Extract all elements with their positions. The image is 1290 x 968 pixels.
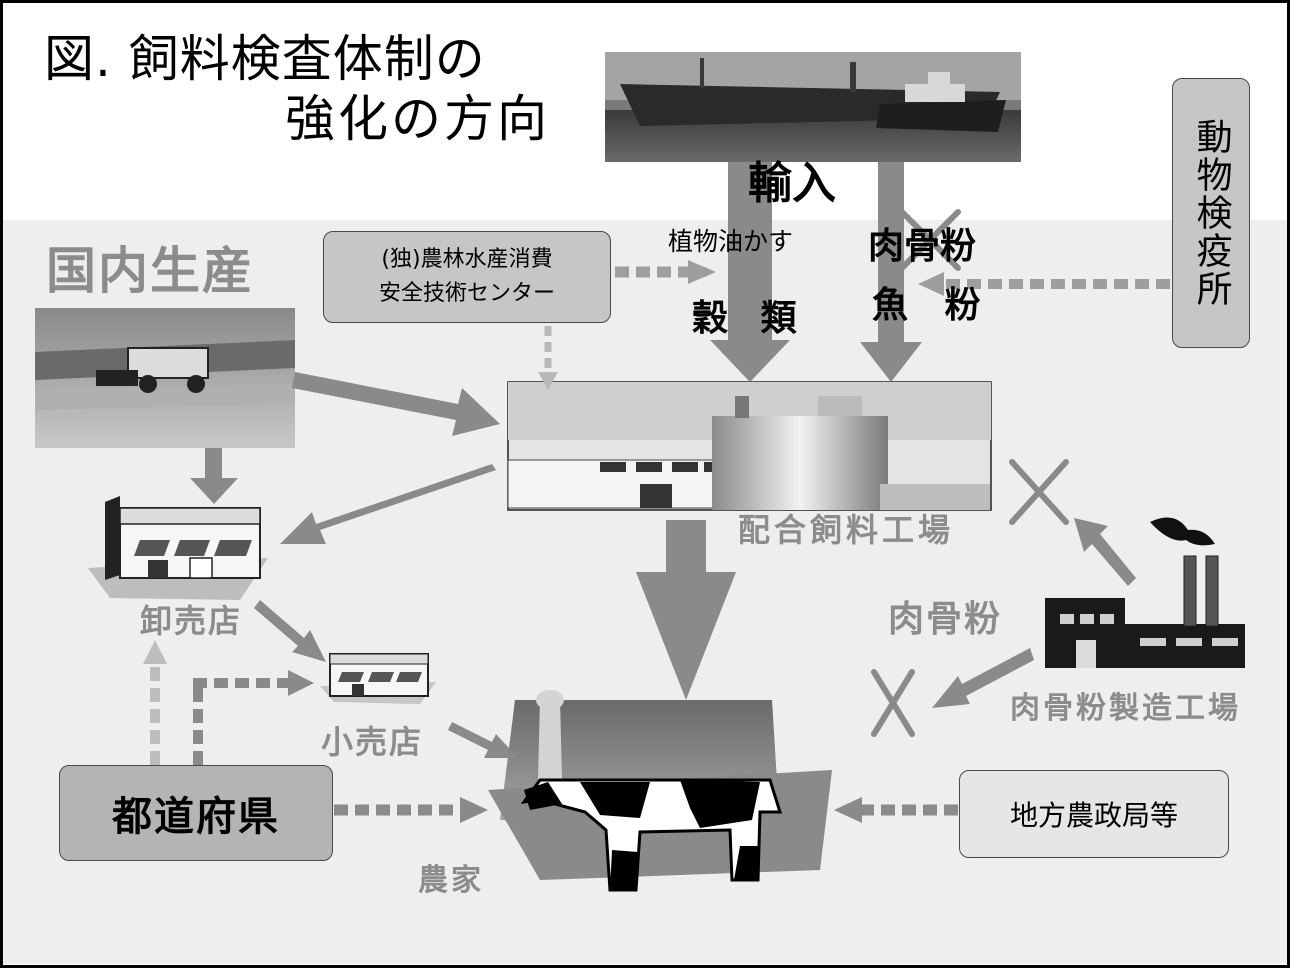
meat-bone-meal-factory-picture [1045,517,1245,668]
cargo-ship-picture [605,52,1021,162]
domestic-flow-arrows [190,372,1136,758]
wholesaler-label: 卸売店 [140,602,243,640]
combine-harvester-picture [35,308,295,448]
inspection-arrows [143,260,1170,823]
domestic-production-label: 国内生産 [46,242,254,300]
meat-bone-meal-plant-label: 肉骨粉製造工場 [1010,691,1241,726]
fish-meal-label: 魚 粉 [872,285,993,326]
compound-feed-plant-label: 配合飼料工場 [738,511,955,549]
import-label: 輸入 [748,158,836,209]
farm-label: 農家 [418,863,484,898]
grain-label: 穀 類 [692,298,807,339]
diagram-title-line2: 強化の方向 [285,90,550,148]
famic-label-line1: (独)農林水産消費 [381,246,553,272]
oil-cake-label: 植物油かす [668,227,794,256]
prefecture-box: 都道府県 [59,765,333,861]
meat-bone-meal-flow-label: 肉骨粉 [888,599,1003,640]
prohibited-flow-crosses [871,209,1069,737]
famic-box: (独)農林水産消費 安全技術センター [323,231,611,323]
retail-store-picture [320,653,436,704]
regional-bureau-box: 地方農政局等 [959,770,1229,858]
feed-mill-picture [507,381,992,511]
animal-quarantine-box: 動物検疫所 [1172,78,1250,348]
retailer-label: 小売店 [321,723,424,761]
diagram-title: 図. 飼料検査体制の [44,30,486,88]
imported-meat-bone-meal-label: 肉骨粉 [868,226,977,267]
wholesale-store-picture [88,496,268,600]
famic-label-line2: 安全技術センター [378,281,555,306]
farm-with-cow-picture [488,690,832,892]
import-flow-arrows [710,162,922,382]
